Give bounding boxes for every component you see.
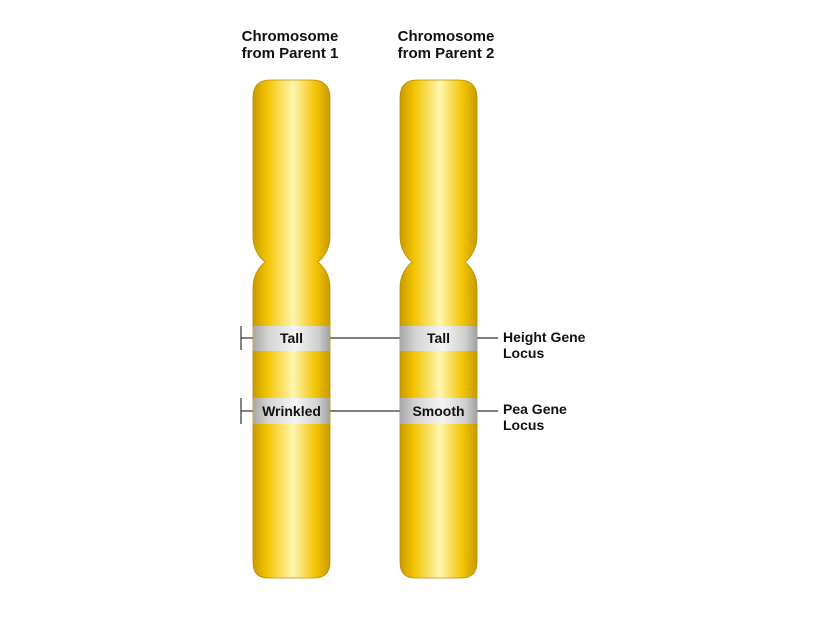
pea-locus-label-line1: Pea Gene xyxy=(503,401,567,417)
chromosome-1-pea-band xyxy=(253,398,330,424)
chromosome-1-title-line1: Chromosome xyxy=(242,28,339,45)
chromosome-2: Tall Smooth xyxy=(399,79,478,579)
chromosome-2-height-label: Tall xyxy=(427,330,450,346)
chromosome-1-pea-label: Wrinkled xyxy=(262,403,321,419)
pea-locus-label-line2: Locus xyxy=(503,417,544,433)
chromosome-1: Tall Wrinkled xyxy=(252,79,331,579)
chromosome-2-pea-label: Smooth xyxy=(412,403,464,419)
chromosome-1-height-label: Tall xyxy=(280,330,303,346)
chromosome-2-title-line1: Chromosome xyxy=(398,28,495,45)
chromosome-1-title-line2: from Parent 1 xyxy=(242,45,339,62)
height-locus-label-line1: Height Gene xyxy=(503,329,586,345)
chromosome-1-height-band xyxy=(253,326,330,351)
chromosome-2-height-band xyxy=(400,326,477,351)
height-locus-label-line2: Locus xyxy=(503,345,544,361)
chromosome-2-pea-band xyxy=(400,398,477,424)
chromosome-2-title-line2: from Parent 2 xyxy=(398,45,495,62)
